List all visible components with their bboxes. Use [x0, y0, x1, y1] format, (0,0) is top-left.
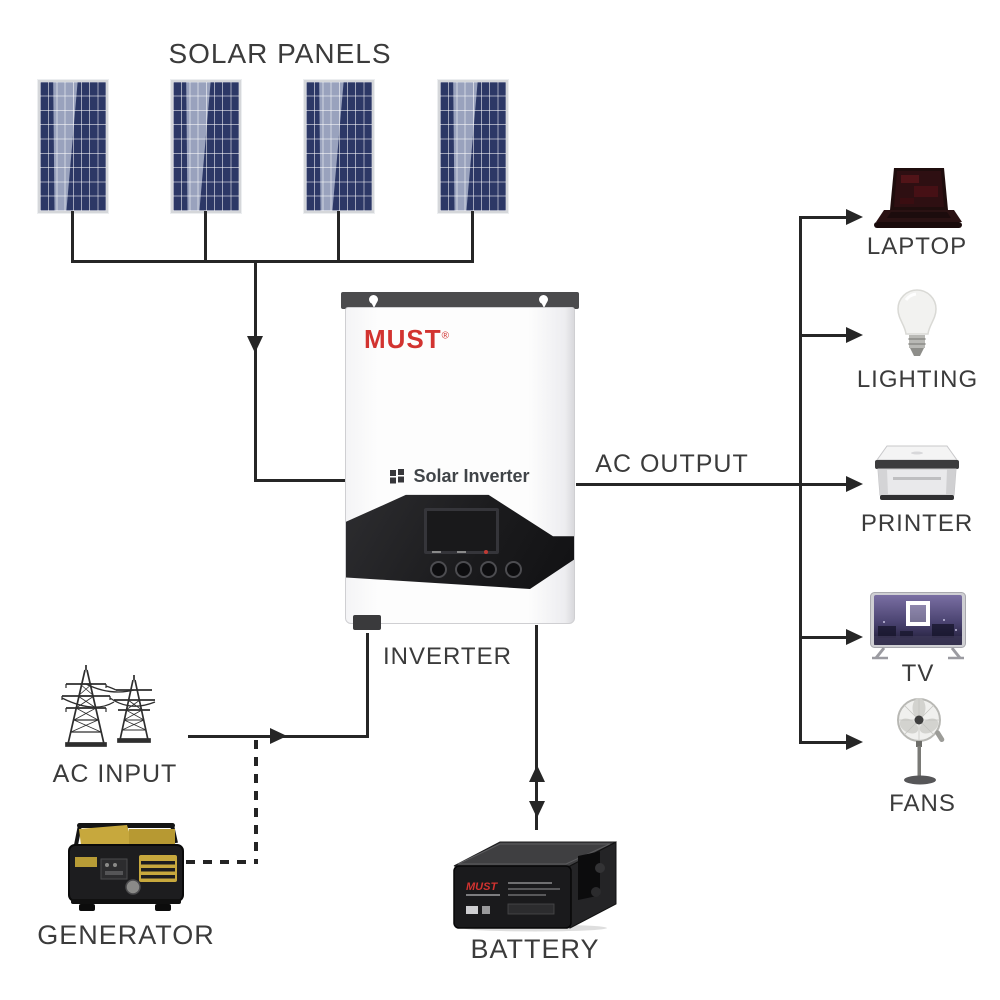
- ac-input-wire: [366, 633, 369, 737]
- light-bulb-icon: [896, 288, 938, 367]
- inverter-unit: MUST® Solar Inverter: [341, 292, 579, 630]
- lcd-display: [424, 508, 499, 554]
- power-grid-towers-icon: [58, 664, 166, 765]
- branch-wire-tv: [799, 636, 846, 639]
- lighting-label: LIGHTING: [856, 366, 979, 393]
- battery-flow-up-arrow-icon: [529, 765, 545, 782]
- solar-to-inverter-wire: [254, 479, 346, 482]
- fans-label: FANS: [889, 790, 956, 817]
- branch-wire-fans: [799, 741, 846, 744]
- product-name: Solar Inverter: [413, 466, 530, 486]
- inverter-body: MUST® Solar Inverter: [345, 307, 575, 624]
- ac-input-label: AC INPUT: [52, 760, 178, 788]
- branch-wire-printer: [802, 483, 846, 486]
- tv-icon: [870, 592, 966, 667]
- inverter-button: [505, 561, 522, 578]
- solar-flow-arrow-icon: [247, 336, 263, 353]
- keyhole-slot-icon: [539, 295, 548, 308]
- inverter-label: INVERTER: [383, 643, 512, 670]
- branch-wire-lighting: [799, 334, 846, 337]
- battery-flow-down-arrow-icon: [529, 801, 545, 818]
- ac-output-label: AC OUTPUT: [595, 450, 749, 478]
- solar-panel: [171, 80, 241, 213]
- laptop-icon: [874, 168, 962, 235]
- solar-panel: [304, 80, 374, 213]
- branch-arrow-icon: [846, 327, 863, 343]
- battery-brand: MUST: [466, 881, 498, 893]
- printer-label: PRINTER: [860, 510, 974, 537]
- indicator-label: [432, 551, 441, 553]
- generator-dashed-wire: [186, 860, 258, 864]
- branch-wire-laptop: [799, 216, 846, 219]
- generator-dashed-wire: [254, 740, 258, 862]
- brand-logo: MUST®: [364, 324, 451, 354]
- branch-arrow-icon: [846, 734, 863, 750]
- branch-arrow-icon: [846, 209, 863, 225]
- status-led: [484, 550, 488, 554]
- panel-wire: [204, 211, 207, 262]
- generator-label: GENERATOR: [37, 920, 215, 950]
- panel-wire: [337, 211, 340, 262]
- solar-panel: [38, 80, 108, 213]
- pedestal-fan-icon: [893, 696, 951, 791]
- branch-arrow-icon: [846, 629, 863, 645]
- printer-icon: [871, 444, 963, 511]
- solar-grid-icon: [390, 469, 405, 484]
- keyhole-slot-icon: [369, 295, 378, 308]
- ac-input-arrow-icon: [270, 728, 287, 744]
- product-name-row: Solar Inverter: [346, 466, 574, 487]
- panel-wire: [71, 211, 74, 262]
- inverter-button: [455, 561, 472, 578]
- battery-wire: [535, 625, 538, 830]
- distribution-bus-wire: [799, 216, 802, 744]
- mounting-bracket: [341, 292, 579, 309]
- inverter-button: [480, 561, 497, 578]
- panel-wire: [471, 211, 474, 262]
- battery-label: BATTERY: [470, 934, 600, 964]
- generator-icon: [63, 817, 189, 920]
- indicator-label: [457, 551, 466, 553]
- solar-panels-title: SOLAR PANELS: [168, 38, 392, 69]
- battery-icon: MUST: [450, 826, 620, 937]
- tv-label: TV: [901, 660, 935, 687]
- dc-input-connector: [353, 615, 381, 630]
- ac-output-wire: [576, 483, 802, 486]
- solar-to-inverter-wire: [254, 260, 257, 482]
- inverter-button: [430, 561, 447, 578]
- branch-arrow-icon: [846, 476, 863, 492]
- solar-bus-wire: [71, 260, 474, 263]
- laptop-label: LAPTOP: [866, 233, 968, 260]
- solar-panel: [438, 80, 508, 213]
